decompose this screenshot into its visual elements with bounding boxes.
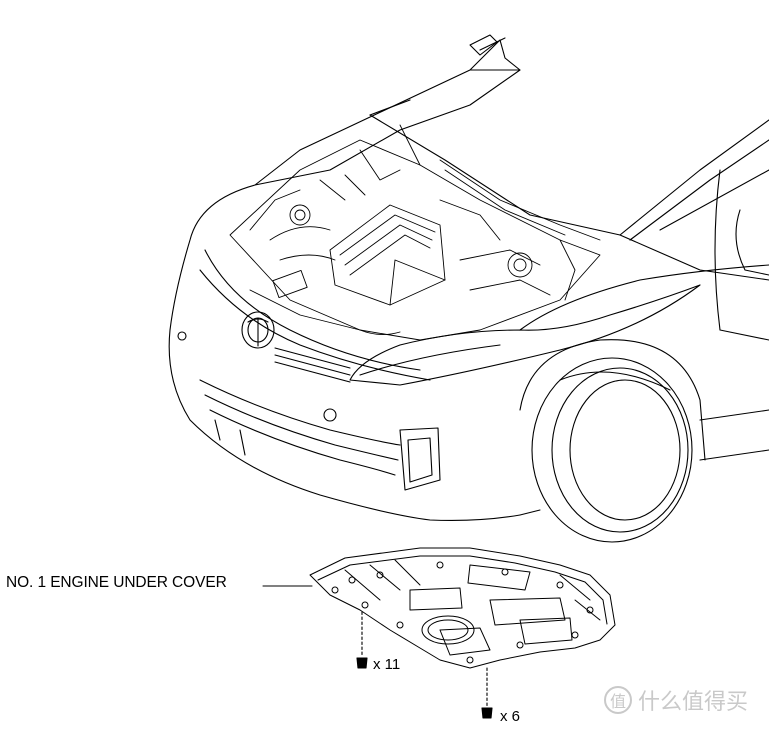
car-body — [168, 114, 769, 521]
bolt-group-2 — [481, 667, 493, 719]
watermark-logo: 值 — [604, 686, 632, 714]
watermark-text: 什么值得买 — [638, 690, 749, 715]
engine-under-cover — [309, 547, 616, 669]
fastener-qty-label: x 11 — [373, 656, 401, 673]
front-wheel — [519, 339, 706, 543]
watermark: 值 什么值得买 — [604, 684, 748, 716]
open-hood — [254, 34, 521, 186]
engine-bay — [229, 124, 601, 341]
bolt-icon — [356, 657, 368, 669]
part-label: NO. 1 ENGINE UNDER COVER — [6, 574, 227, 591]
bolt-icon — [481, 707, 493, 719]
bolt-group-1 — [356, 611, 368, 669]
fastener-qty-label: x 6 — [500, 708, 521, 725]
